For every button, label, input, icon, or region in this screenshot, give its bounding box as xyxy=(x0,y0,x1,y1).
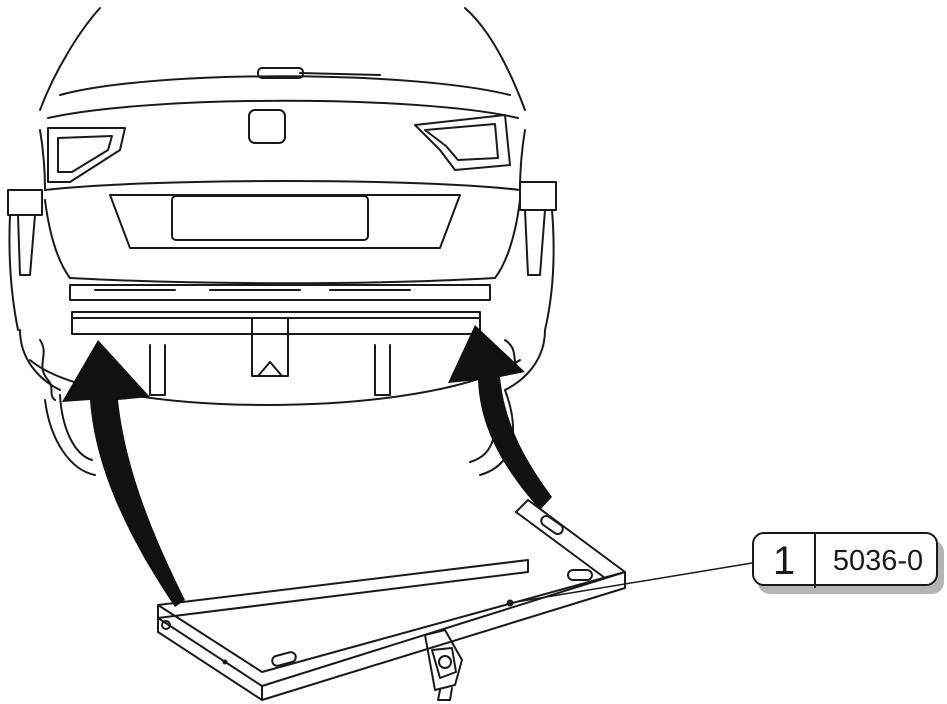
tow-bar-outline xyxy=(157,499,626,701)
callout-item-number: 1 xyxy=(772,538,796,583)
callout-divider xyxy=(814,534,816,588)
car-rear-outline xyxy=(7,7,557,476)
curved-arrow-left xyxy=(62,340,185,607)
part-callout: 1 5036-0 xyxy=(752,532,944,594)
callout-leader-line xyxy=(509,562,753,604)
callout-frame: 1 5036-0 xyxy=(752,532,938,588)
callout-part-number: 5036-0 xyxy=(832,544,924,577)
leader-dot xyxy=(506,599,514,607)
curved-arrow-right xyxy=(448,325,552,510)
